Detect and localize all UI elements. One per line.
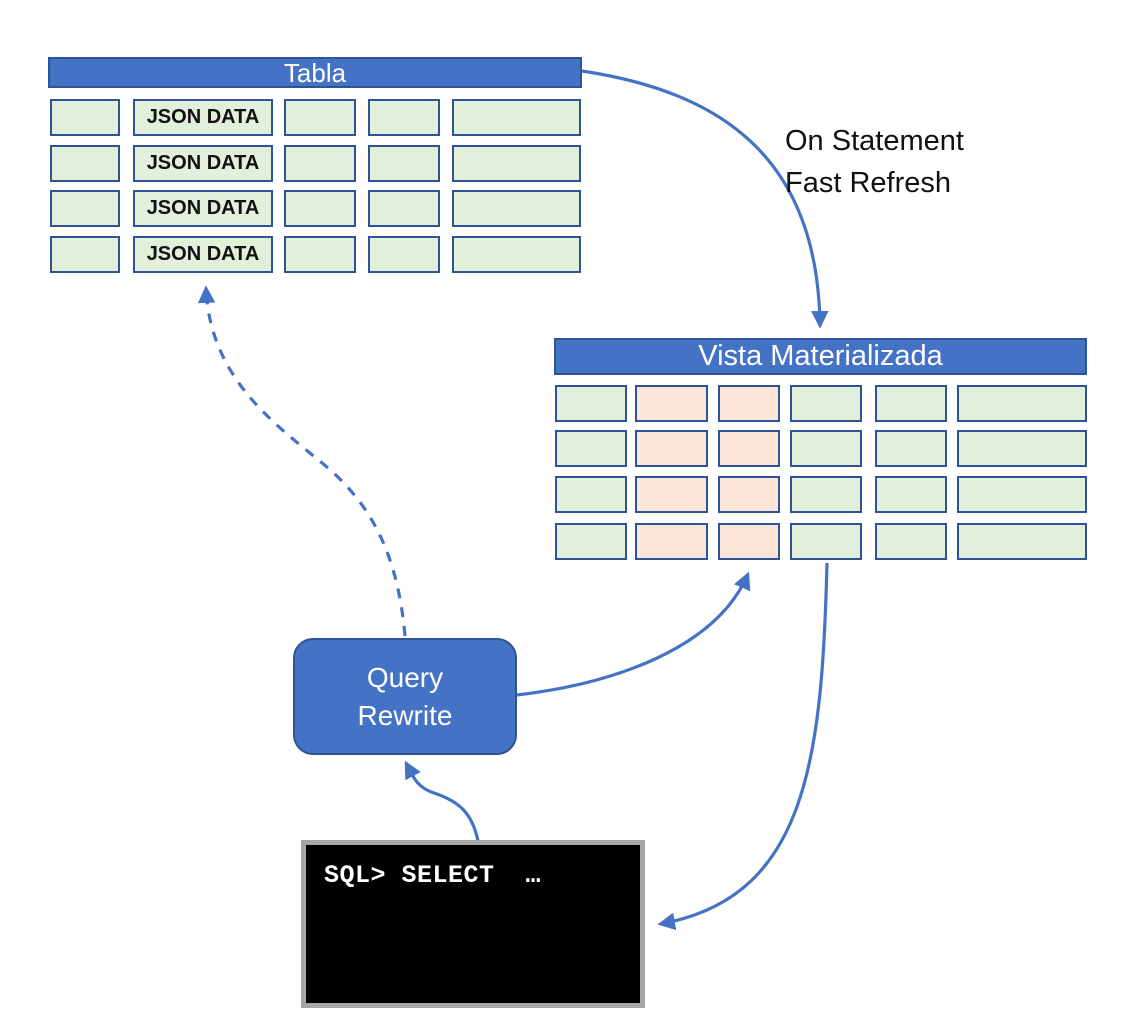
vista-cell-r4-c4 [790, 523, 862, 560]
arrow-console-to-query-rewrite [404, 760, 480, 842]
tabla-cell-r2-c3 [284, 145, 356, 182]
vista-cell-r4-c2 [635, 523, 708, 560]
query-rewrite-box: Query Rewrite [293, 638, 517, 755]
arrow-query-rewrite-to-vista [516, 571, 751, 697]
vista-cell-r1-c4 [790, 385, 862, 422]
vista-cell-r2-c3 [718, 430, 780, 467]
refresh-label-line1: On Statement [785, 125, 964, 157]
json-data-cell-r3: JSON DATA [133, 190, 273, 227]
vista-cell-r3-c2 [635, 476, 708, 513]
vista-cell-r3-c4 [790, 476, 862, 513]
tabla-header: Tabla [48, 57, 582, 88]
tabla-cell-r2-c4 [368, 145, 440, 182]
tabla-cell-r3-c4 [368, 190, 440, 227]
vista-cell-r1-c2 [635, 385, 708, 422]
json-data-cell-r4: JSON DATA [133, 236, 273, 273]
tabla-cell-r3-c1 [50, 190, 120, 227]
tabla-cell-r1-c5 [452, 99, 581, 136]
json-data-cell-r1: JSON DATA [133, 99, 273, 136]
tabla-cell-r1-c1 [50, 99, 120, 136]
vista-cell-r1-c3 [718, 385, 780, 422]
vista-cell-r1-c1 [555, 385, 627, 422]
vista-cell-r1-c6 [957, 385, 1087, 422]
vista-cell-r2-c4 [790, 430, 862, 467]
arrow-tabla-to-vista [581, 69, 829, 329]
tabla-cell-r4-c4 [368, 236, 440, 273]
query-rewrite-label-line2: Rewrite [357, 699, 453, 731]
query-rewrite-label-line1: Query [366, 661, 444, 693]
vista-cell-r3-c1 [555, 476, 627, 513]
vista-materializada-header: Vista Materializada [554, 338, 1087, 375]
refresh-label-line2: Fast Refresh [785, 167, 951, 199]
tabla-cell-r4-c1 [50, 236, 120, 273]
tabla-cell-r4-c5 [452, 236, 581, 273]
vista-cell-r4-c1 [555, 523, 627, 560]
tabla-cell-r1-c3 [284, 99, 356, 136]
json-data-cell-r2: JSON DATA [133, 145, 273, 182]
tabla-cell-r4-c3 [284, 236, 356, 273]
vista-cell-r2-c1 [555, 430, 627, 467]
vista-cell-r2-c5 [875, 430, 947, 467]
vista-cell-r2-c2 [635, 430, 708, 467]
vista-cell-r3-c3 [718, 476, 780, 513]
arrow-query-rewrite-to-tabla [197, 285, 407, 637]
sql-console: SQL> SELECT … [301, 840, 645, 1008]
vista-cell-r4-c5 [875, 523, 947, 560]
tabla-cell-r3-c3 [284, 190, 356, 227]
vista-cell-r2-c6 [957, 430, 1087, 467]
tabla-cell-r2-c5 [452, 145, 581, 182]
sql-prompt: SQL> SELECT … [324, 861, 542, 890]
vista-cell-r4-c3 [718, 523, 780, 560]
tabla-cell-r2-c1 [50, 145, 120, 182]
refresh-label: On Statement Fast Refresh [785, 120, 964, 204]
vista-cell-r1-c5 [875, 385, 947, 422]
tabla-cell-r3-c5 [452, 190, 581, 227]
vista-cell-r3-c6 [957, 476, 1087, 513]
vista-cell-r4-c6 [957, 523, 1087, 560]
arrow-vista-to-console [657, 562, 829, 931]
vista-cell-r3-c5 [875, 476, 947, 513]
tabla-cell-r1-c4 [368, 99, 440, 136]
